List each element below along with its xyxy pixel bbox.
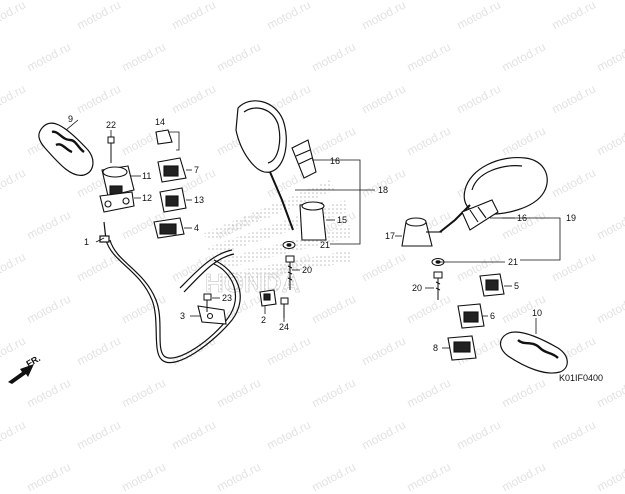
callout-20-right: 20 — [412, 283, 422, 293]
callout-4: 4 — [194, 223, 199, 233]
callout-6: 6 — [490, 311, 495, 321]
front-direction-arrow — [8, 364, 34, 384]
switch-14 — [155, 129, 173, 145]
mirror-boot-right — [461, 199, 499, 231]
mirror-adapter-right — [401, 217, 442, 247]
right-mirror — [439, 156, 548, 233]
callout-16-right: 16 — [517, 213, 527, 223]
honda-wing-logo: HONDA — [200, 180, 352, 298]
callout-labels: 9 22 11 12 1 14 7 13 4 16 18 15 21 20 3 … — [68, 114, 576, 353]
callout-9: 9 — [68, 114, 73, 124]
switch-6 — [457, 303, 485, 329]
callout-21-left: 21 — [320, 240, 330, 250]
clip-2 — [259, 289, 277, 307]
callout-13: 13 — [194, 195, 204, 205]
callout-17: 17 — [385, 231, 395, 241]
callout-23: 23 — [222, 293, 232, 303]
throttle-cable-2 — [179, 249, 235, 293]
switch-5 — [479, 273, 505, 297]
callout-15: 15 — [337, 215, 347, 225]
callout-20-center: 20 — [302, 265, 312, 275]
callout-11: 11 — [142, 171, 151, 181]
callout-22: 22 — [106, 120, 116, 130]
leader-lines — [65, 119, 561, 349]
callout-2: 2 — [261, 315, 266, 325]
callout-8: 8 — [433, 343, 438, 353]
honda-logo-text: HONDA — [205, 268, 301, 298]
parts-diagram: HONDA — [8, 100, 576, 384]
mirror-bracket-left — [299, 201, 327, 241]
throttle-lower-housing — [99, 191, 135, 213]
screw-22 — [107, 136, 115, 163]
screw-24 — [280, 297, 289, 318]
switch-13 — [159, 187, 187, 213]
diagram-code: K01IF0400 — [559, 373, 604, 383]
callout-5: 5 — [514, 281, 519, 291]
right-grip — [499, 331, 568, 374]
callout-12: 12 — [142, 193, 152, 203]
callout-16-left: 16 — [330, 156, 340, 166]
callout-19: 19 — [566, 213, 576, 223]
callout-10: 10 — [532, 308, 542, 318]
callout-1: 1 — [84, 237, 89, 247]
nut-left — [282, 241, 296, 249]
cable-bracket-3 — [197, 305, 227, 325]
switch-4 — [153, 217, 185, 239]
throttle-cable — [99, 221, 241, 363]
callout-7: 7 — [194, 165, 199, 175]
callout-21-right: 21 — [508, 257, 518, 267]
callout-24: 24 — [279, 322, 289, 332]
left-mirror — [235, 100, 294, 231]
switch-8 — [447, 335, 477, 361]
bolt-23 — [203, 293, 212, 312]
callout-14: 14 — [155, 117, 165, 127]
left-grip — [38, 122, 94, 176]
throttle-housing — [101, 165, 135, 197]
switch-7 — [157, 157, 187, 183]
mirror-boot-left — [291, 139, 317, 179]
bolt-right — [433, 271, 443, 300]
callout-18: 18 — [378, 185, 388, 195]
bolt-center — [285, 255, 295, 290]
callout-3: 3 — [180, 311, 185, 321]
